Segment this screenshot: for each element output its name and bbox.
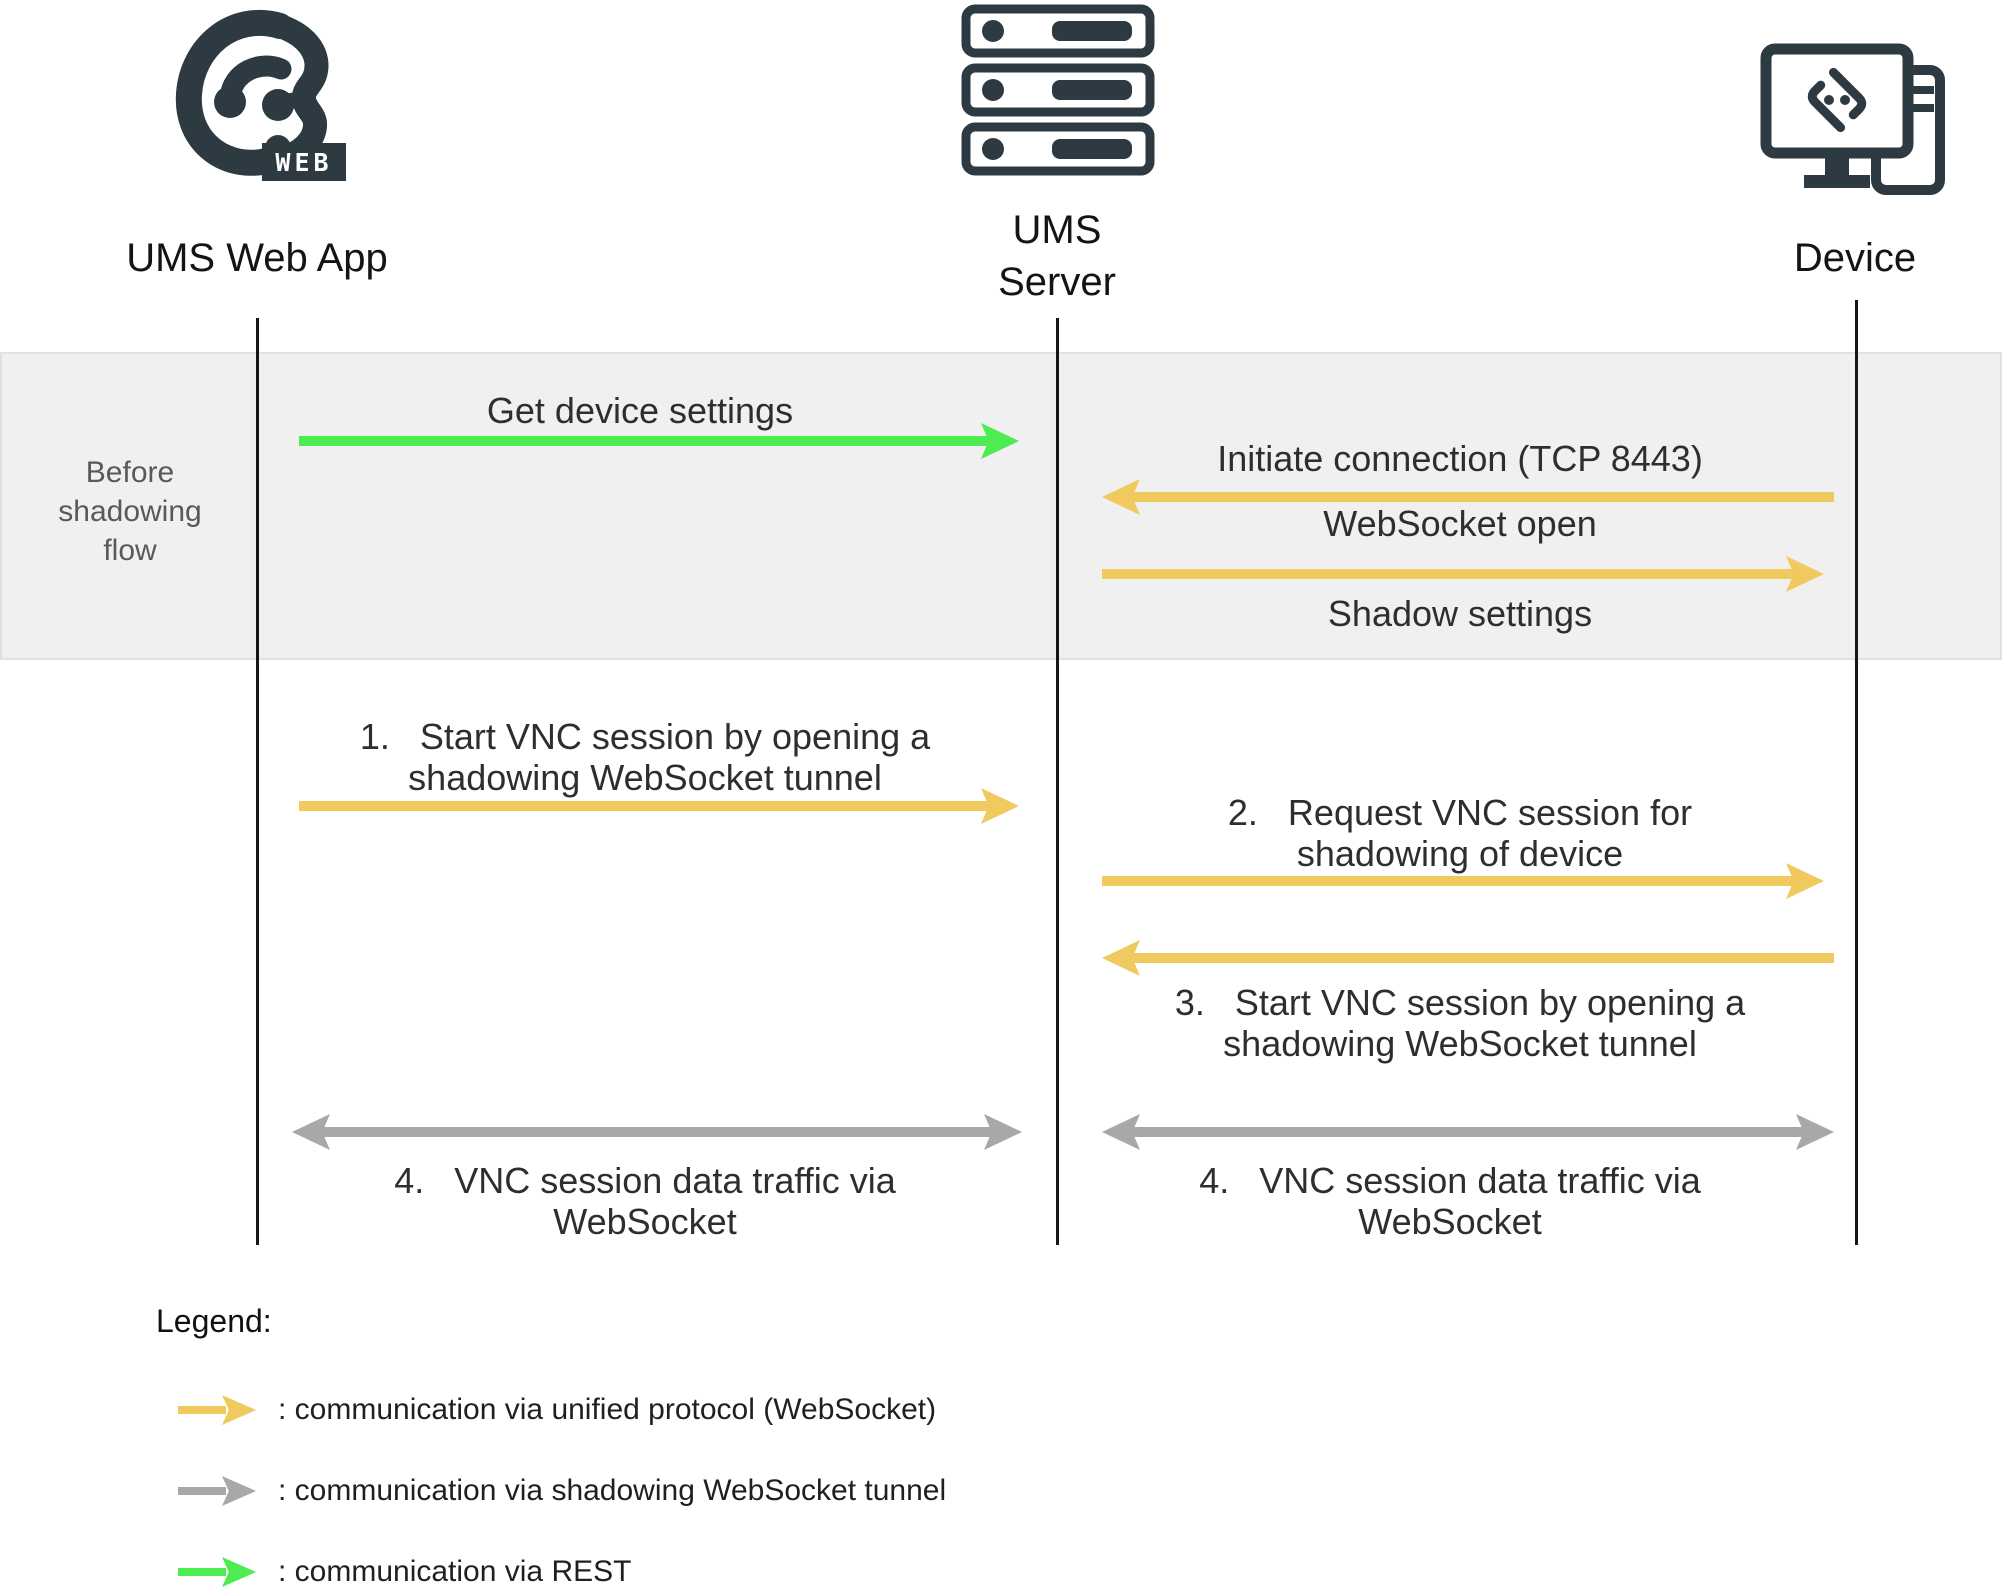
message-1-start-vnc-session: 1. Start VNC session by opening a shadow… — [359, 716, 931, 798]
lifeline-ums-server — [1056, 318, 1059, 1245]
arrow-start-vnc-session-device — [1102, 940, 1834, 976]
web-badge-text: WEB — [275, 148, 332, 177]
arrow-websocket-open — [1102, 556, 1824, 592]
arrow-request-vnc-session — [1102, 863, 1824, 899]
server-rack-icon — [961, 4, 1155, 176]
arrow-initiate-connection — [1102, 479, 1834, 515]
message-4-vnc-data-traffic-right: 4. VNC session data traffic via WebSocke… — [1199, 1160, 1701, 1242]
legend-item-shadowing-tunnel: : communication via shadowing WebSocket … — [278, 1474, 947, 1507]
message-get-device-settings: Get device settings — [486, 390, 794, 431]
legend-arrow-unified-protocol — [178, 1395, 256, 1425]
arrow-start-vnc-session-web — [299, 788, 1019, 824]
before-shadowing-phase-band: Before shadowing flow — [0, 352, 2002, 660]
arrow-vnc-data-traffic-right — [1102, 1114, 1834, 1150]
phase-band-label: Before shadowing flow — [58, 456, 202, 567]
legend-arrow-rest — [178, 1557, 256, 1587]
legend-title: Legend: — [156, 1303, 272, 1339]
legend-item-unified-protocol: : communication via unified protocol (We… — [278, 1393, 937, 1426]
actor-label-device: Device — [1793, 236, 1917, 280]
arrow-rest-get-device-settings — [299, 423, 1019, 459]
legend-item-rest: : communication via REST — [278, 1555, 632, 1588]
ums-web-app-logo-icon: WEB — [175, 9, 346, 181]
message-2-request-vnc-session: 2. Request VNC session for shadowing of … — [1227, 792, 1693, 874]
message-initiate-connection: Initiate connection (TCP 8443) — [1217, 438, 1703, 479]
message-4-vnc-data-traffic-left: 4. VNC session data traffic via WebSocke… — [394, 1160, 896, 1242]
device-monitor-icon — [1760, 43, 1945, 195]
message-3-start-vnc-session: 3. Start VNC session by opening a shadow… — [1174, 982, 1746, 1064]
actor-label-ums-web-app: UMS Web App — [126, 236, 388, 280]
arrow-vnc-data-traffic-left — [292, 1114, 1022, 1150]
lifeline-device — [1855, 300, 1858, 1245]
actor-label-ums-server: UMS Server — [998, 208, 1116, 304]
lifeline-ums-web-app — [256, 318, 259, 1245]
message-shadow-settings: Shadow settings — [1327, 593, 1593, 634]
message-websocket-open: WebSocket open — [1323, 503, 1597, 544]
legend-arrow-shadowing-tunnel — [178, 1476, 256, 1506]
